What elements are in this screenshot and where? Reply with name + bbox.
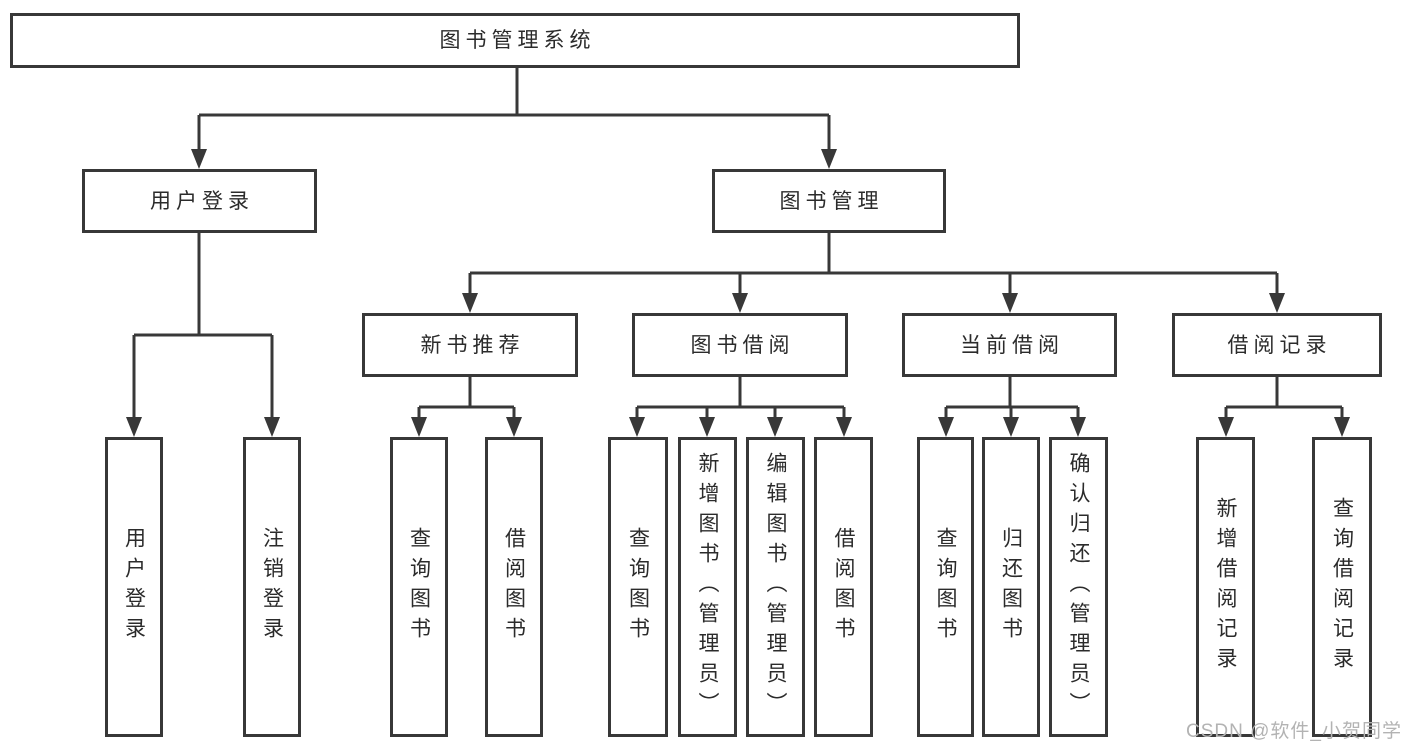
watermark-text: CSDN @软件_小贺同学 xyxy=(1186,721,1402,742)
node-borrow-books-recommend: 借阅图书 xyxy=(485,437,543,737)
node-add-borrow-record: 新增借阅记录 xyxy=(1196,437,1255,737)
node-logout: 注销登录 xyxy=(243,437,301,737)
arrow-down-icon xyxy=(732,293,748,313)
node-label: 借阅图书 xyxy=(502,527,526,647)
node-label: 注销登录 xyxy=(260,527,284,647)
node-book-borrowing: 图书借阅 xyxy=(632,313,848,377)
arrow-down-icon xyxy=(699,417,715,437)
node-query-books-current: 查询图书 xyxy=(917,437,974,737)
node-label: 当前借阅 xyxy=(960,333,1064,357)
node-query-books-borrowing: 查询图书 xyxy=(608,437,668,737)
node-borrow-books: 借阅图书 xyxy=(814,437,873,737)
node-query-borrow-record: 查询借阅记录 xyxy=(1312,437,1372,737)
node-label: 查询借阅记录 xyxy=(1330,497,1354,677)
node-label: 归还图书 xyxy=(999,527,1023,647)
node-label: 新增借阅记录 xyxy=(1214,497,1237,677)
node-label: 查询图书 xyxy=(626,527,650,647)
node-user-login-module: 用户登录 xyxy=(82,169,317,233)
node-current-borrowing: 当前借阅 xyxy=(902,313,1117,377)
node-label: 图书管理系统 xyxy=(439,29,596,52)
node-add-book-admin: 新增图书（管理员） xyxy=(678,437,737,737)
node-label: 借阅图书 xyxy=(832,527,855,647)
arrow-down-icon xyxy=(629,417,645,437)
node-label: 图书借阅 xyxy=(690,333,795,357)
node-label: 新增图书（管理员） xyxy=(696,452,719,722)
node-label: 用户登录 xyxy=(122,527,146,647)
arrow-down-icon xyxy=(1002,293,1018,313)
node-label: 查询图书 xyxy=(407,527,431,647)
arrow-down-icon xyxy=(264,417,280,437)
arrow-down-icon xyxy=(938,417,954,437)
node-label: 借阅记录 xyxy=(1227,333,1332,357)
arrow-down-icon xyxy=(191,149,207,169)
node-return-book: 归还图书 xyxy=(982,437,1040,737)
arrowhead-icons xyxy=(126,149,1350,437)
node-edit-book-admin: 编辑图书（管理员） xyxy=(746,437,805,737)
connector-path xyxy=(132,68,1344,423)
node-new-book-recommendation: 新书推荐 xyxy=(362,313,578,377)
node-label: 图书管理 xyxy=(779,189,884,213)
arrow-down-icon xyxy=(821,149,837,169)
node-label: 用户登录 xyxy=(150,189,254,213)
arrow-down-icon xyxy=(1218,417,1234,437)
arrow-down-icon xyxy=(411,417,427,437)
node-label: 编辑图书（管理员） xyxy=(764,452,787,722)
arrow-down-icon xyxy=(506,417,522,437)
node-user-login: 用户登录 xyxy=(105,437,163,737)
arrow-down-icon xyxy=(767,417,783,437)
node-label: 确认归还（管理员） xyxy=(1067,452,1090,722)
node-label: 查询图书 xyxy=(934,527,957,647)
arrow-down-icon xyxy=(836,417,852,437)
arrow-down-icon xyxy=(462,293,478,313)
node-library-management-system: 图书管理系统 xyxy=(10,13,1020,68)
node-query-books-recommend: 查询图书 xyxy=(390,437,448,737)
node-label: 新书推荐 xyxy=(420,333,525,357)
arrow-down-icon xyxy=(1334,417,1350,437)
arrow-down-icon xyxy=(1269,293,1285,313)
arrow-down-icon xyxy=(126,417,142,437)
arrow-down-icon xyxy=(1070,417,1086,437)
node-borrowing-records: 借阅记录 xyxy=(1172,313,1382,377)
node-confirm-return-admin: 确认归还（管理员） xyxy=(1049,437,1108,737)
node-book-management: 图书管理 xyxy=(712,169,946,233)
arrow-down-icon xyxy=(1003,417,1019,437)
